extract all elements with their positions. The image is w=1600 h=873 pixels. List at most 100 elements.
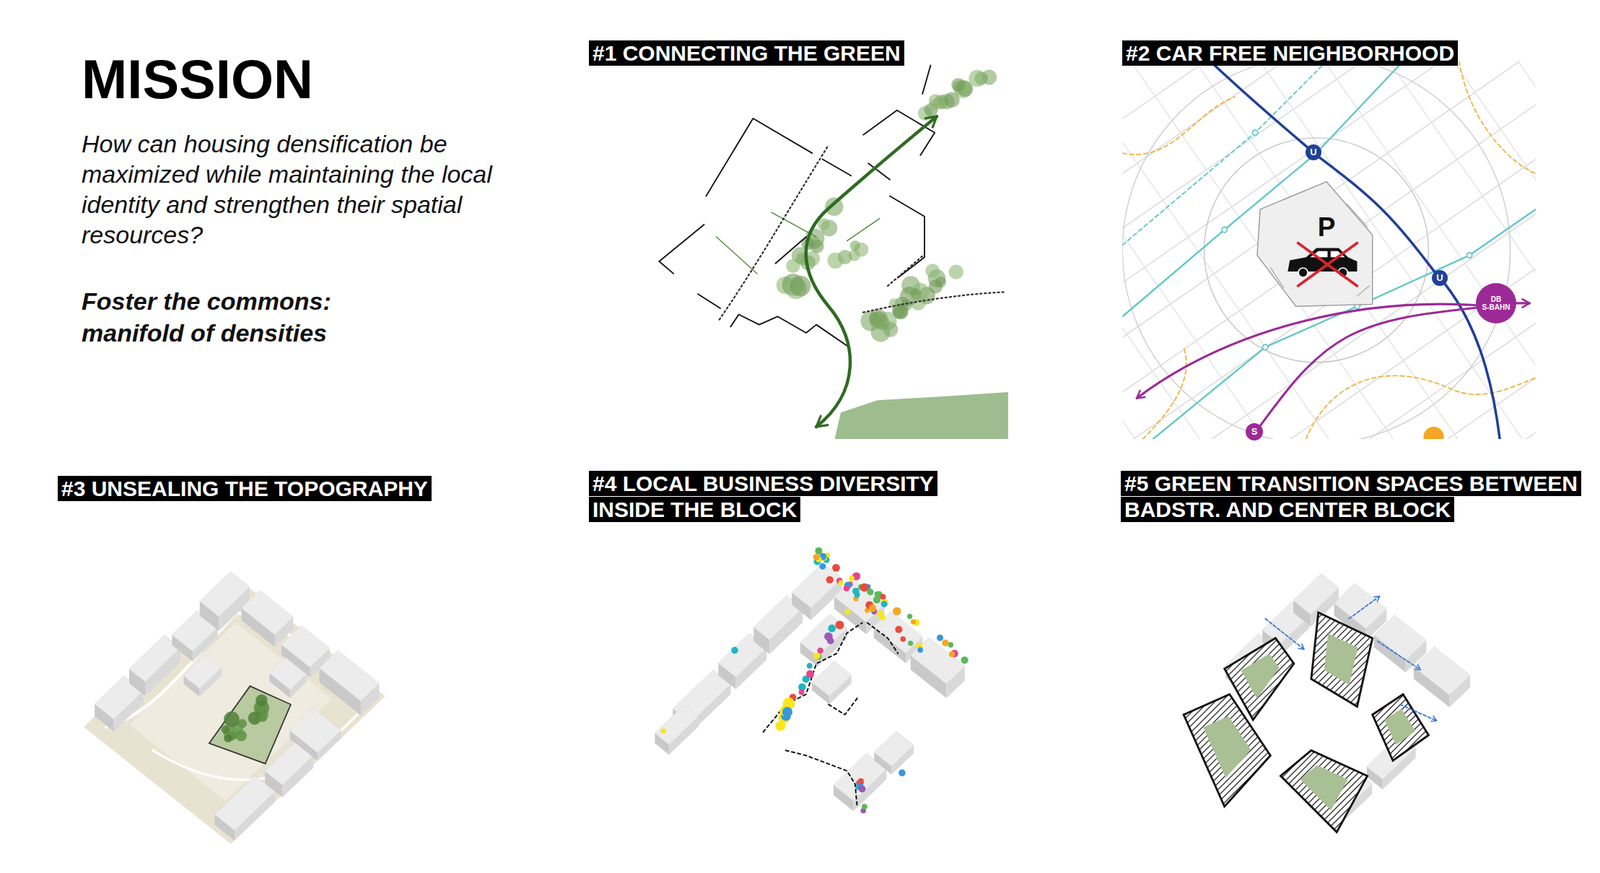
tree-crown	[928, 99, 941, 112]
business-dot	[813, 652, 820, 659]
building	[290, 707, 342, 761]
business-dot	[936, 634, 944, 641]
building-roof	[1413, 646, 1471, 695]
tree-crown	[223, 733, 232, 742]
station-label: U	[1436, 272, 1443, 283]
walking-radius	[1203, 137, 1429, 363]
business-dot	[835, 620, 845, 630]
visual-axis-arrow	[1377, 640, 1421, 670]
topography-site	[83, 571, 386, 844]
business-dot	[852, 587, 860, 595]
business-dot	[827, 637, 835, 645]
bike-route	[1306, 375, 1536, 439]
building-roof	[1334, 583, 1388, 628]
street-line	[1145, 238, 1536, 439]
street-line	[1122, 164, 1536, 439]
business-dot	[874, 591, 881, 597]
building	[800, 614, 848, 667]
tree-crown	[951, 77, 965, 92]
building	[319, 650, 380, 716]
green-link-line	[847, 218, 880, 242]
street-line	[1268, 61, 1536, 439]
page-title: MISSION	[81, 51, 314, 107]
heading-band: #5 GREEN TRANSITION SPACES BETWEEN BADST…	[1120, 470, 1590, 523]
street-line	[1122, 127, 1255, 439]
tree-crown	[790, 275, 812, 297]
building-roof	[873, 731, 914, 766]
tree-crown	[943, 92, 960, 108]
tree-crown	[850, 240, 861, 251]
building-outline	[705, 118, 812, 196]
business-dot	[880, 598, 889, 607]
business-dot	[832, 563, 841, 572]
station-label: DB	[1491, 295, 1502, 304]
business-dot	[894, 625, 903, 633]
visual-axis-arrow	[1400, 704, 1437, 721]
site-ground-light	[129, 622, 332, 801]
business-dot	[814, 547, 823, 555]
building	[199, 571, 250, 631]
parking-symbol: P	[1317, 213, 1336, 241]
building	[811, 661, 852, 705]
green-courtyard	[1384, 707, 1416, 745]
no-parking-cross	[1297, 243, 1357, 286]
building-outline	[822, 159, 852, 177]
building-outline	[775, 236, 807, 264]
business-dot	[907, 613, 913, 619]
business-dot	[876, 609, 884, 617]
tree-crown	[824, 197, 843, 216]
building	[910, 637, 965, 698]
station-label: S-BAHN	[1482, 303, 1511, 312]
street-line	[1122, 61, 1385, 439]
business-dot	[960, 656, 968, 664]
building	[269, 657, 306, 698]
tree-crown	[221, 725, 230, 734]
street-line	[1398, 61, 1536, 374]
building-roof	[319, 650, 380, 701]
business-dot	[949, 650, 955, 657]
building-roof	[241, 590, 294, 635]
street-line	[1221, 348, 1536, 439]
station-badge: S	[1245, 422, 1263, 441]
business-dot	[838, 579, 844, 585]
heading-text: #5 GREEN TRANSITION SPACES BETWEEN BADST…	[1120, 470, 1582, 522]
tram-stop	[1252, 129, 1258, 135]
block-passage-dashed	[763, 622, 863, 732]
footpath-dotted	[719, 145, 829, 320]
heading-text: #2 CAR FREE NEIGHBORHOOD	[1122, 40, 1458, 66]
tree-crown	[235, 729, 247, 742]
business-dot	[827, 624, 836, 633]
business-dot	[892, 606, 901, 615]
building-roof	[184, 654, 223, 689]
green-connection-plan	[658, 64, 1009, 439]
tree-crown	[949, 264, 964, 279]
business-dot	[858, 777, 864, 784]
building-outline	[658, 224, 704, 262]
transition-block-hatched	[1311, 611, 1373, 706]
station-badge: U	[1431, 269, 1448, 286]
block-detail	[1270, 204, 1370, 296]
heading-text: #1 CONNECTING THE GREEN	[588, 40, 905, 66]
business-dot	[731, 646, 739, 654]
business-dot	[873, 596, 881, 604]
building	[1413, 646, 1471, 708]
building-outline	[730, 313, 849, 347]
bike-route	[1459, 61, 1536, 174]
block-passage-dashed	[828, 697, 858, 715]
green-courtyard	[1299, 764, 1348, 810]
business-dot	[826, 575, 834, 584]
walking-radius	[1122, 61, 1510, 439]
business-dot	[917, 646, 924, 653]
business-dot	[858, 785, 867, 793]
business-dot	[844, 608, 851, 615]
street-line	[1122, 201, 1536, 439]
tree-crown	[935, 276, 947, 288]
street-line	[1122, 61, 1536, 439]
building-roof	[910, 637, 965, 684]
business-dot	[861, 803, 868, 810]
street-line	[1122, 61, 1536, 439]
street-line	[1180, 61, 1536, 439]
tree-crown	[925, 263, 940, 278]
tree-crown	[258, 712, 268, 721]
business-diversity-site	[654, 547, 968, 814]
